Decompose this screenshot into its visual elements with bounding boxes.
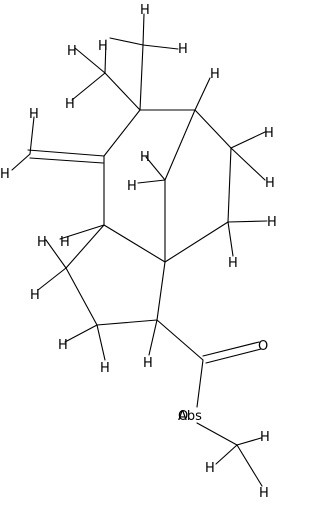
atom-h: H	[210, 67, 220, 82]
atom-h: H	[67, 44, 77, 59]
bond-c-methyl-top	[139, 44, 144, 111]
bond-ch-h	[148, 319, 158, 356]
bond-ch-h	[64, 324, 98, 343]
bond-c-c	[103, 109, 141, 157]
atom-h: H	[98, 39, 108, 54]
atom-h: H	[264, 126, 274, 141]
bond-ch-h	[145, 156, 166, 181]
bond-ch-h	[230, 131, 266, 149]
bond-c-o	[196, 359, 204, 408]
bond-o-c	[196, 422, 238, 446]
atom-h: H	[205, 461, 215, 476]
bond-ch-h	[109, 37, 144, 46]
bond-c-c	[164, 221, 229, 263]
bond-c-c	[65, 224, 105, 269]
bond-double-a	[27, 149, 105, 157]
bond-double-b	[29, 157, 104, 164]
bond-ch-h	[74, 47, 106, 74]
bond-ch-h	[236, 444, 263, 487]
bond-ch-h	[194, 77, 211, 111]
bond-ch-h	[45, 239, 67, 269]
atom-h: H	[29, 107, 39, 122]
bond-ch-h	[142, 44, 179, 50]
bond-c-c	[194, 109, 232, 149]
bond-c-methyl-left	[104, 72, 141, 111]
bond-c-c	[227, 147, 232, 223]
bond-ch-h	[227, 220, 268, 223]
bond-ch-h	[104, 39, 107, 74]
atom-h: H	[267, 215, 277, 230]
bond-double-b	[205, 348, 262, 364]
atom-h: H	[30, 288, 40, 303]
bond-ch-h	[215, 444, 238, 465]
bond-c-c	[103, 224, 166, 263]
atom-h: H	[127, 179, 137, 194]
bond-ch-h	[29, 116, 35, 155]
bond-ch-h	[230, 147, 266, 181]
stereo-abs-label: Abs	[178, 409, 202, 424]
atom-h: H	[100, 361, 110, 376]
atom-h: H	[260, 430, 270, 445]
atom-o-carbonyl: O	[258, 339, 268, 354]
bond-ch-h	[142, 13, 145, 46]
bond-ch-h	[59, 224, 105, 240]
atom-h: H	[0, 167, 10, 182]
bond-ch-h	[227, 221, 234, 257]
bond-ch-h	[37, 267, 67, 291]
bond-ch-h	[137, 179, 166, 184]
atom-h: H	[259, 486, 269, 501]
bond-ch-h	[71, 72, 106, 101]
bonds	[11, 13, 268, 487]
atom-h: H	[143, 356, 153, 371]
atom-h: H	[265, 176, 275, 191]
bond-c-c	[156, 319, 204, 361]
atom-labels: H H H H H H H H H H H H H H H H H H H H …	[0, 3, 277, 501]
atom-h: H	[140, 3, 150, 18]
bond-ch-h	[11, 153, 31, 171]
bond-c-c	[96, 319, 158, 326]
bond-c-c	[156, 261, 166, 321]
atom-h: H	[228, 256, 238, 271]
molecule-structure-diagram: H H H H H H H H H H H H H H H H H H H H …	[0, 3, 277, 501]
bond-ch-h	[96, 324, 106, 361]
bond-c-c	[164, 109, 196, 181]
atom-h: H	[178, 42, 188, 57]
bond-ch-h	[236, 437, 262, 446]
atom-h: H	[140, 150, 150, 165]
atom-h: H	[65, 97, 75, 112]
bond-c-c	[65, 267, 98, 326]
atom-h: H	[58, 338, 68, 353]
atom-o-ester: O	[178, 409, 188, 424]
atom-h: H	[60, 235, 70, 250]
atom-h: H	[37, 235, 47, 250]
bond-double-a	[202, 341, 260, 357]
